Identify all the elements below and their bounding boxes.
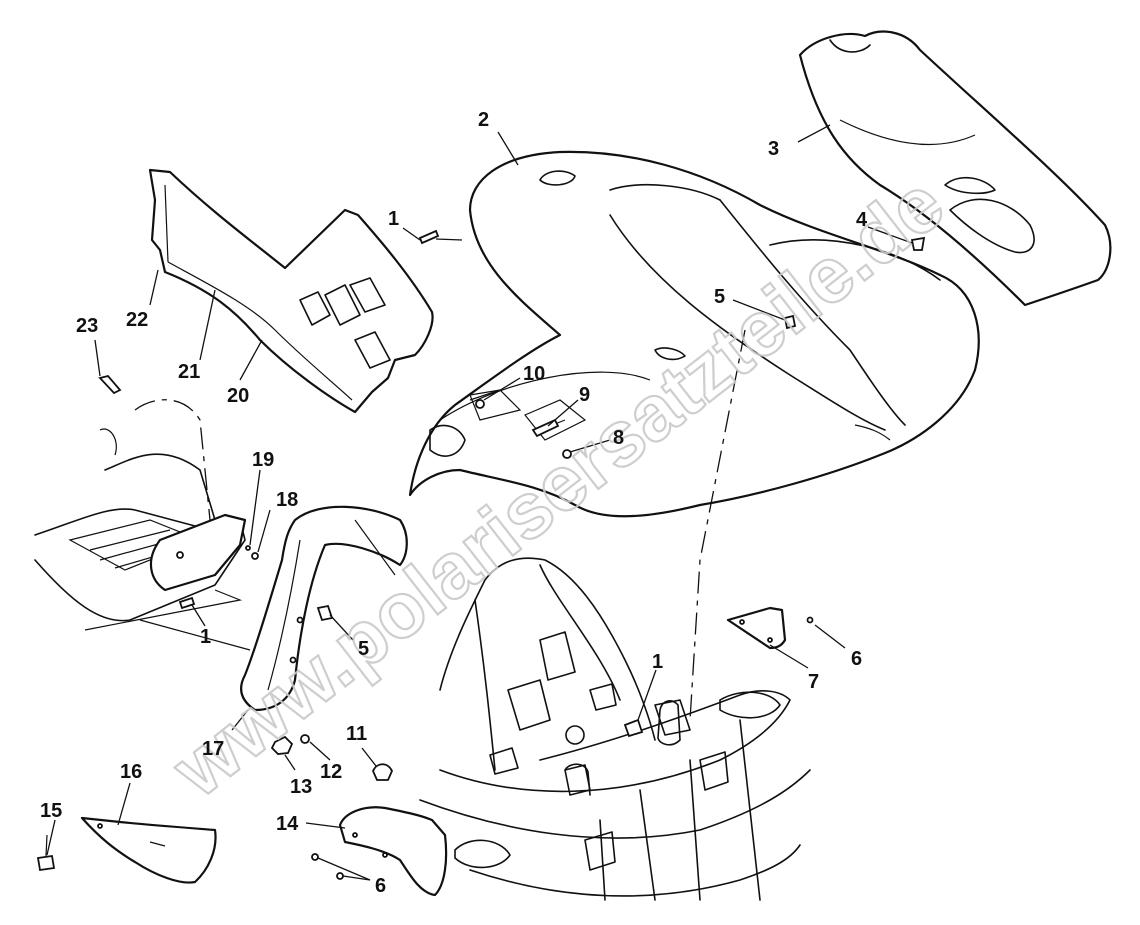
callout-20: 20 [227,385,249,407]
callout-13: 13 [290,776,312,798]
callout-5: 5 [714,286,725,308]
heel-guard[interactable] [80,816,217,884]
callout-12: 12 [320,761,342,783]
floorboard-area [34,399,247,622]
callout-18: 18 [276,489,298,511]
callout-4: 4 [856,209,868,231]
callout-5: 5 [358,638,369,660]
rivet-icon [311,853,319,861]
screw-icon [418,229,440,245]
callout-21: 21 [178,361,200,383]
callout-22: 22 [126,309,148,331]
callout-15: 15 [40,800,62,822]
callout-1: 1 [200,626,211,648]
screw-icon [251,552,259,560]
callout-9: 9 [579,384,590,406]
callout-6: 6 [375,875,386,897]
screw-icon [178,596,196,610]
bolt-icon [623,718,644,738]
clip-icon [910,236,926,251]
clip-icon [531,418,560,438]
callout-3: 3 [768,138,779,160]
callout-11: 11 [346,723,367,745]
clip-icon [783,314,797,330]
leader-lines [46,124,913,881]
callout-6: 6 [851,648,862,670]
callout-17: 17 [202,738,224,760]
hardware [36,229,926,880]
rivet-icon [336,872,344,880]
washer-icon [300,734,310,744]
callout-1: 1 [652,651,663,673]
callout-14: 14 [276,813,299,835]
screw-icon [98,374,122,395]
callout-8: 8 [613,427,624,449]
mounting-bracket[interactable] [726,606,787,650]
rivet-icon [806,616,814,624]
bolt-icon [36,854,56,872]
callout-10: 10 [523,363,545,385]
callout-16: 16 [120,761,142,783]
nut-icon [270,735,294,755]
frame [419,557,811,901]
push-nut-icon [372,763,393,781]
callout-labels: 1 2 3 4 5 23 22 21 20 10 9 8 19 18 1 5 1… [40,109,868,897]
front-fender-flare[interactable] [240,505,408,712]
screw-icon [475,399,485,409]
screw-icon [245,545,251,551]
seat-cover[interactable] [798,30,1112,307]
callout-23: 23 [76,315,98,337]
callout-7: 7 [808,671,819,693]
callout-2: 2 [478,109,489,131]
callout-19: 19 [252,449,274,471]
nut-icon [562,449,572,459]
splash-guard[interactable] [338,806,448,897]
callout-1: 1 [388,208,399,230]
side-panel[interactable] [148,168,434,414]
